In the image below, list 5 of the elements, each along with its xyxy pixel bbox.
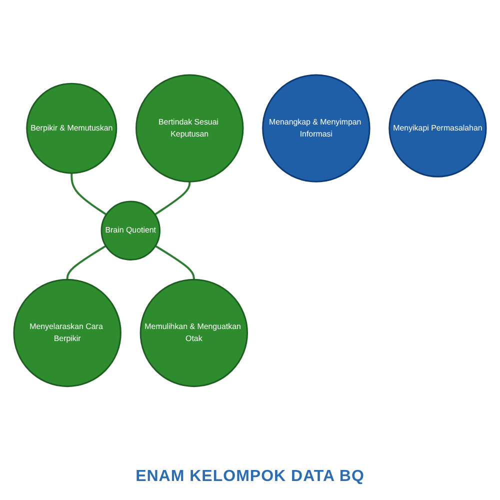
- caption: ENAM KELOMPOK DATA BQ: [136, 468, 364, 486]
- connector: [154, 182, 191, 216]
- connector: [154, 245, 195, 280]
- connector: [66, 245, 106, 280]
- connector: [70, 173, 107, 216]
